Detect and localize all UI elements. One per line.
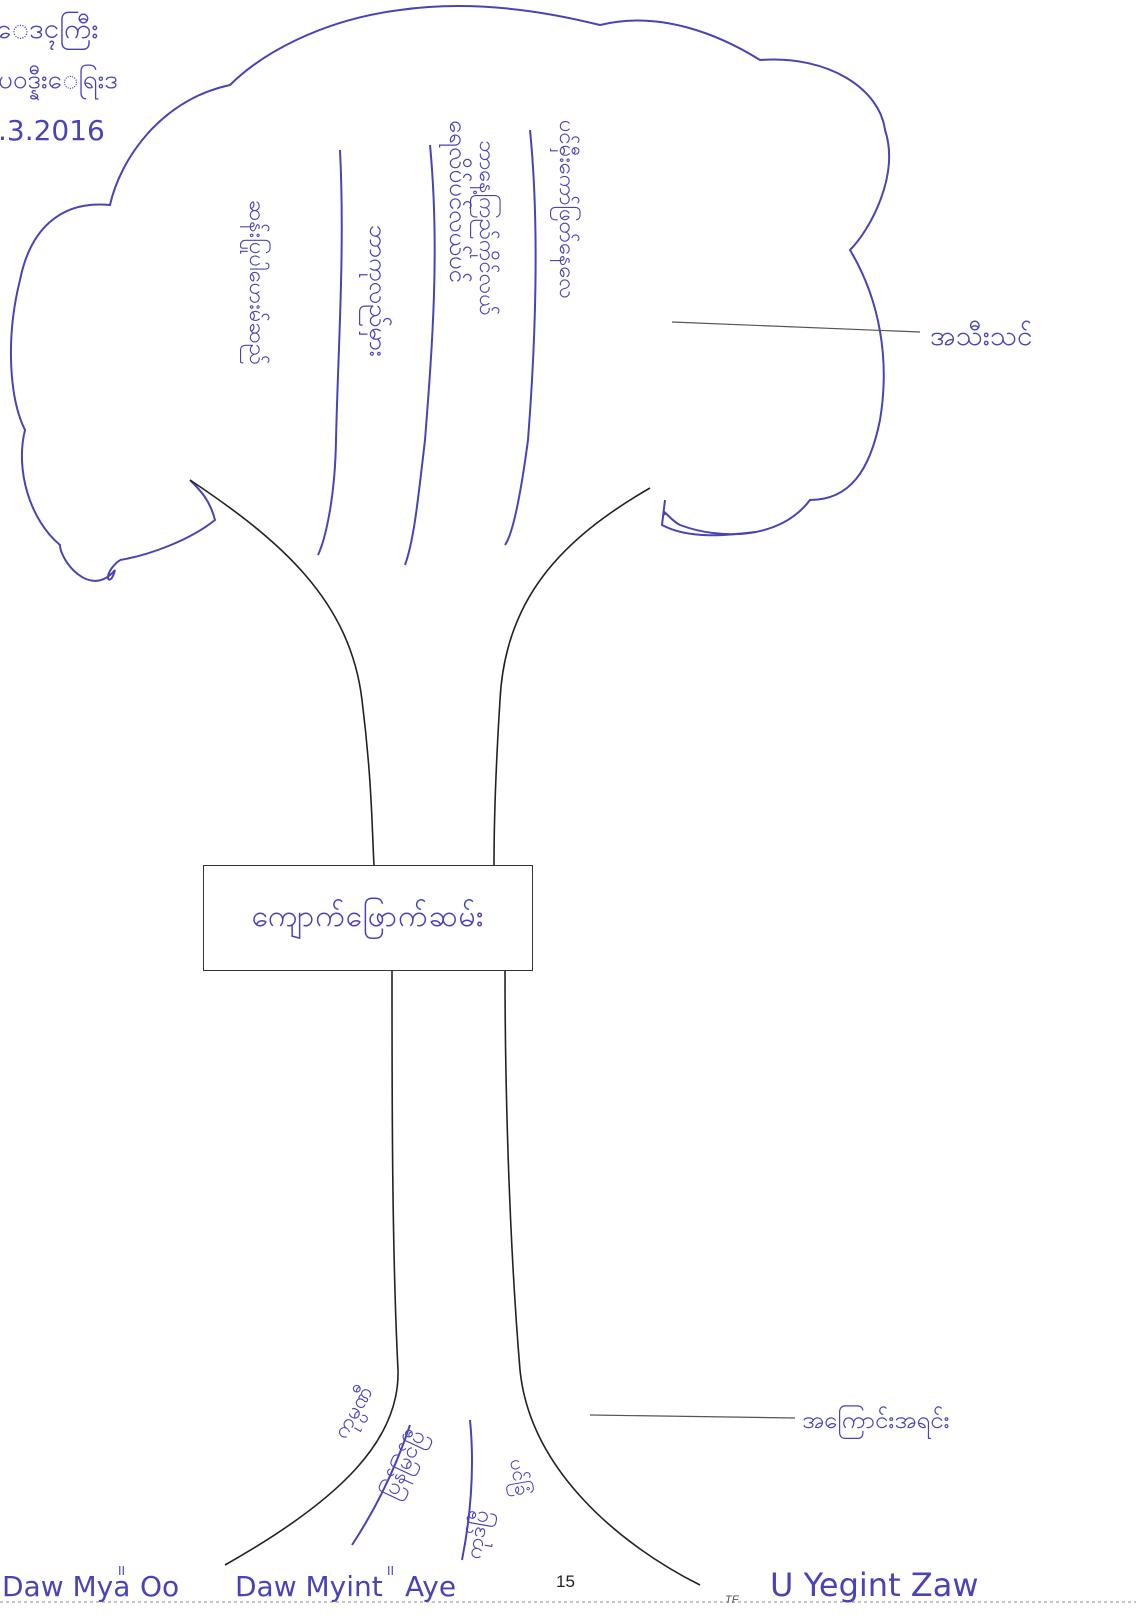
trunk-right-upper — [493, 487, 651, 866]
root-text-4: ပင်ခြံ — [501, 1457, 535, 1498]
roots-pointer-line — [589, 1414, 796, 1419]
header-line-3: .3.2016 — [0, 114, 105, 147]
tf-mark: TF — [725, 1594, 739, 1606]
signature-1-name: Daw Mya — [2, 1570, 130, 1603]
tree-canopy-left-tail — [119, 479, 217, 561]
signature-2-end: Aye — [405, 1570, 456, 1603]
signature-3-name: U Yegint Zaw — [770, 1566, 978, 1604]
root-text-2: ပြန်မြင်ပြီ — [376, 1426, 435, 1505]
trunk-left-lower — [224, 970, 399, 1566]
tree-canopy-outline — [9, 4, 891, 582]
root-divider-1 — [351, 1424, 411, 1546]
signature-2-sup: II — [387, 1564, 394, 1578]
root-text-1: ကုမ္ပဏီ — [328, 1381, 382, 1445]
trunk-label-box: ကျောက်ဖြောက်ဆမ်း — [203, 865, 533, 971]
branch-divider-3 — [504, 129, 537, 546]
page-number: 15 — [556, 1572, 575, 1591]
signature-1-end: Oo — [140, 1570, 179, 1603]
signature-2-name: Daw Myint — [235, 1570, 383, 1603]
signature-1-sup: II — [118, 1564, 125, 1578]
branch-divider-2 — [404, 144, 436, 566]
header-line-2: ပဝဒ္နီးေရြးဒ — [0, 62, 118, 102]
branch-text-2: ဘာကုလည်မှား — [358, 225, 393, 357]
trunk-label: ကျောက်ဖြောက်ဆမ်း — [251, 898, 485, 934]
branch-text-1: ဆန်းပြုပါဟေးမ်ဆည် — [240, 200, 271, 365]
fruit-pointer-line — [671, 321, 921, 333]
branch-text-5: ပင်မှီးကော်ဖြတ်နေလေ — [549, 120, 581, 299]
trunk-left-upper — [189, 479, 375, 866]
tree-canopy-tail — [660, 499, 756, 537]
root-divider-2 — [461, 1419, 473, 1561]
header-line-1: ေဒၚကြီး — [0, 10, 98, 51]
branch-divider-1 — [317, 149, 343, 556]
fruit-label: အသီးသင် — [930, 318, 1032, 352]
branch-text-3: ရေလိပ်ပင်လယ်ပင် — [439, 120, 473, 283]
roots-label: အကြောင်းအရင်း — [802, 1404, 950, 1439]
branch-text-4: ဘာနေ့ကြည်ကိုင်လယ် — [470, 140, 501, 316]
root-text-3: ကုဒ်ပြီ — [459, 1508, 498, 1562]
trunk-right-lower — [504, 970, 701, 1586]
